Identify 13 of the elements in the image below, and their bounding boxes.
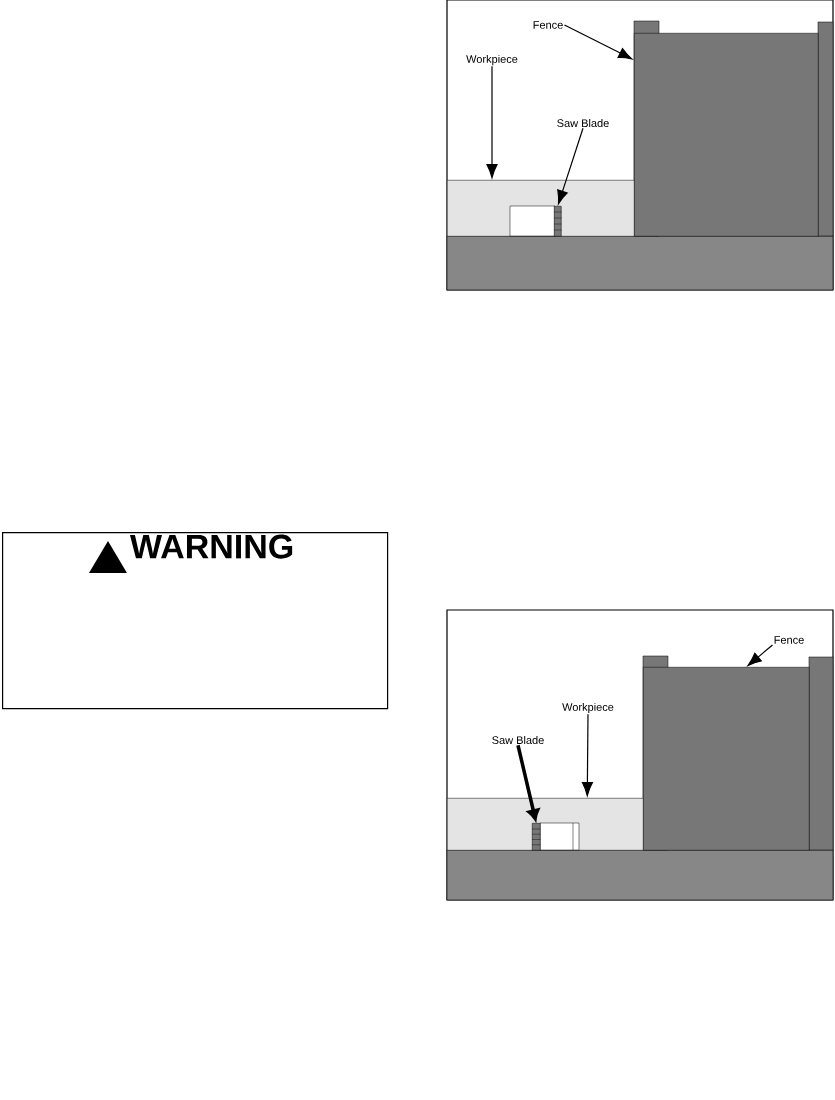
leader-arrow [516,744,540,821]
callout-label: Saw Blade [490,734,546,746]
leader-arrow [581,713,593,797]
leader-arrow [563,24,633,60]
warning-box: WARNING [2,532,389,710]
callout-label: Fence [772,635,806,645]
leader-arrow [747,644,774,666]
leader-arrow [557,127,584,205]
callout-label: Fence [531,20,565,30]
leader-arrow [486,65,498,179]
callout-label: Saw Blade [555,117,611,129]
saw-blade-shape [553,206,562,237]
saw-blade-shape [531,823,541,851]
